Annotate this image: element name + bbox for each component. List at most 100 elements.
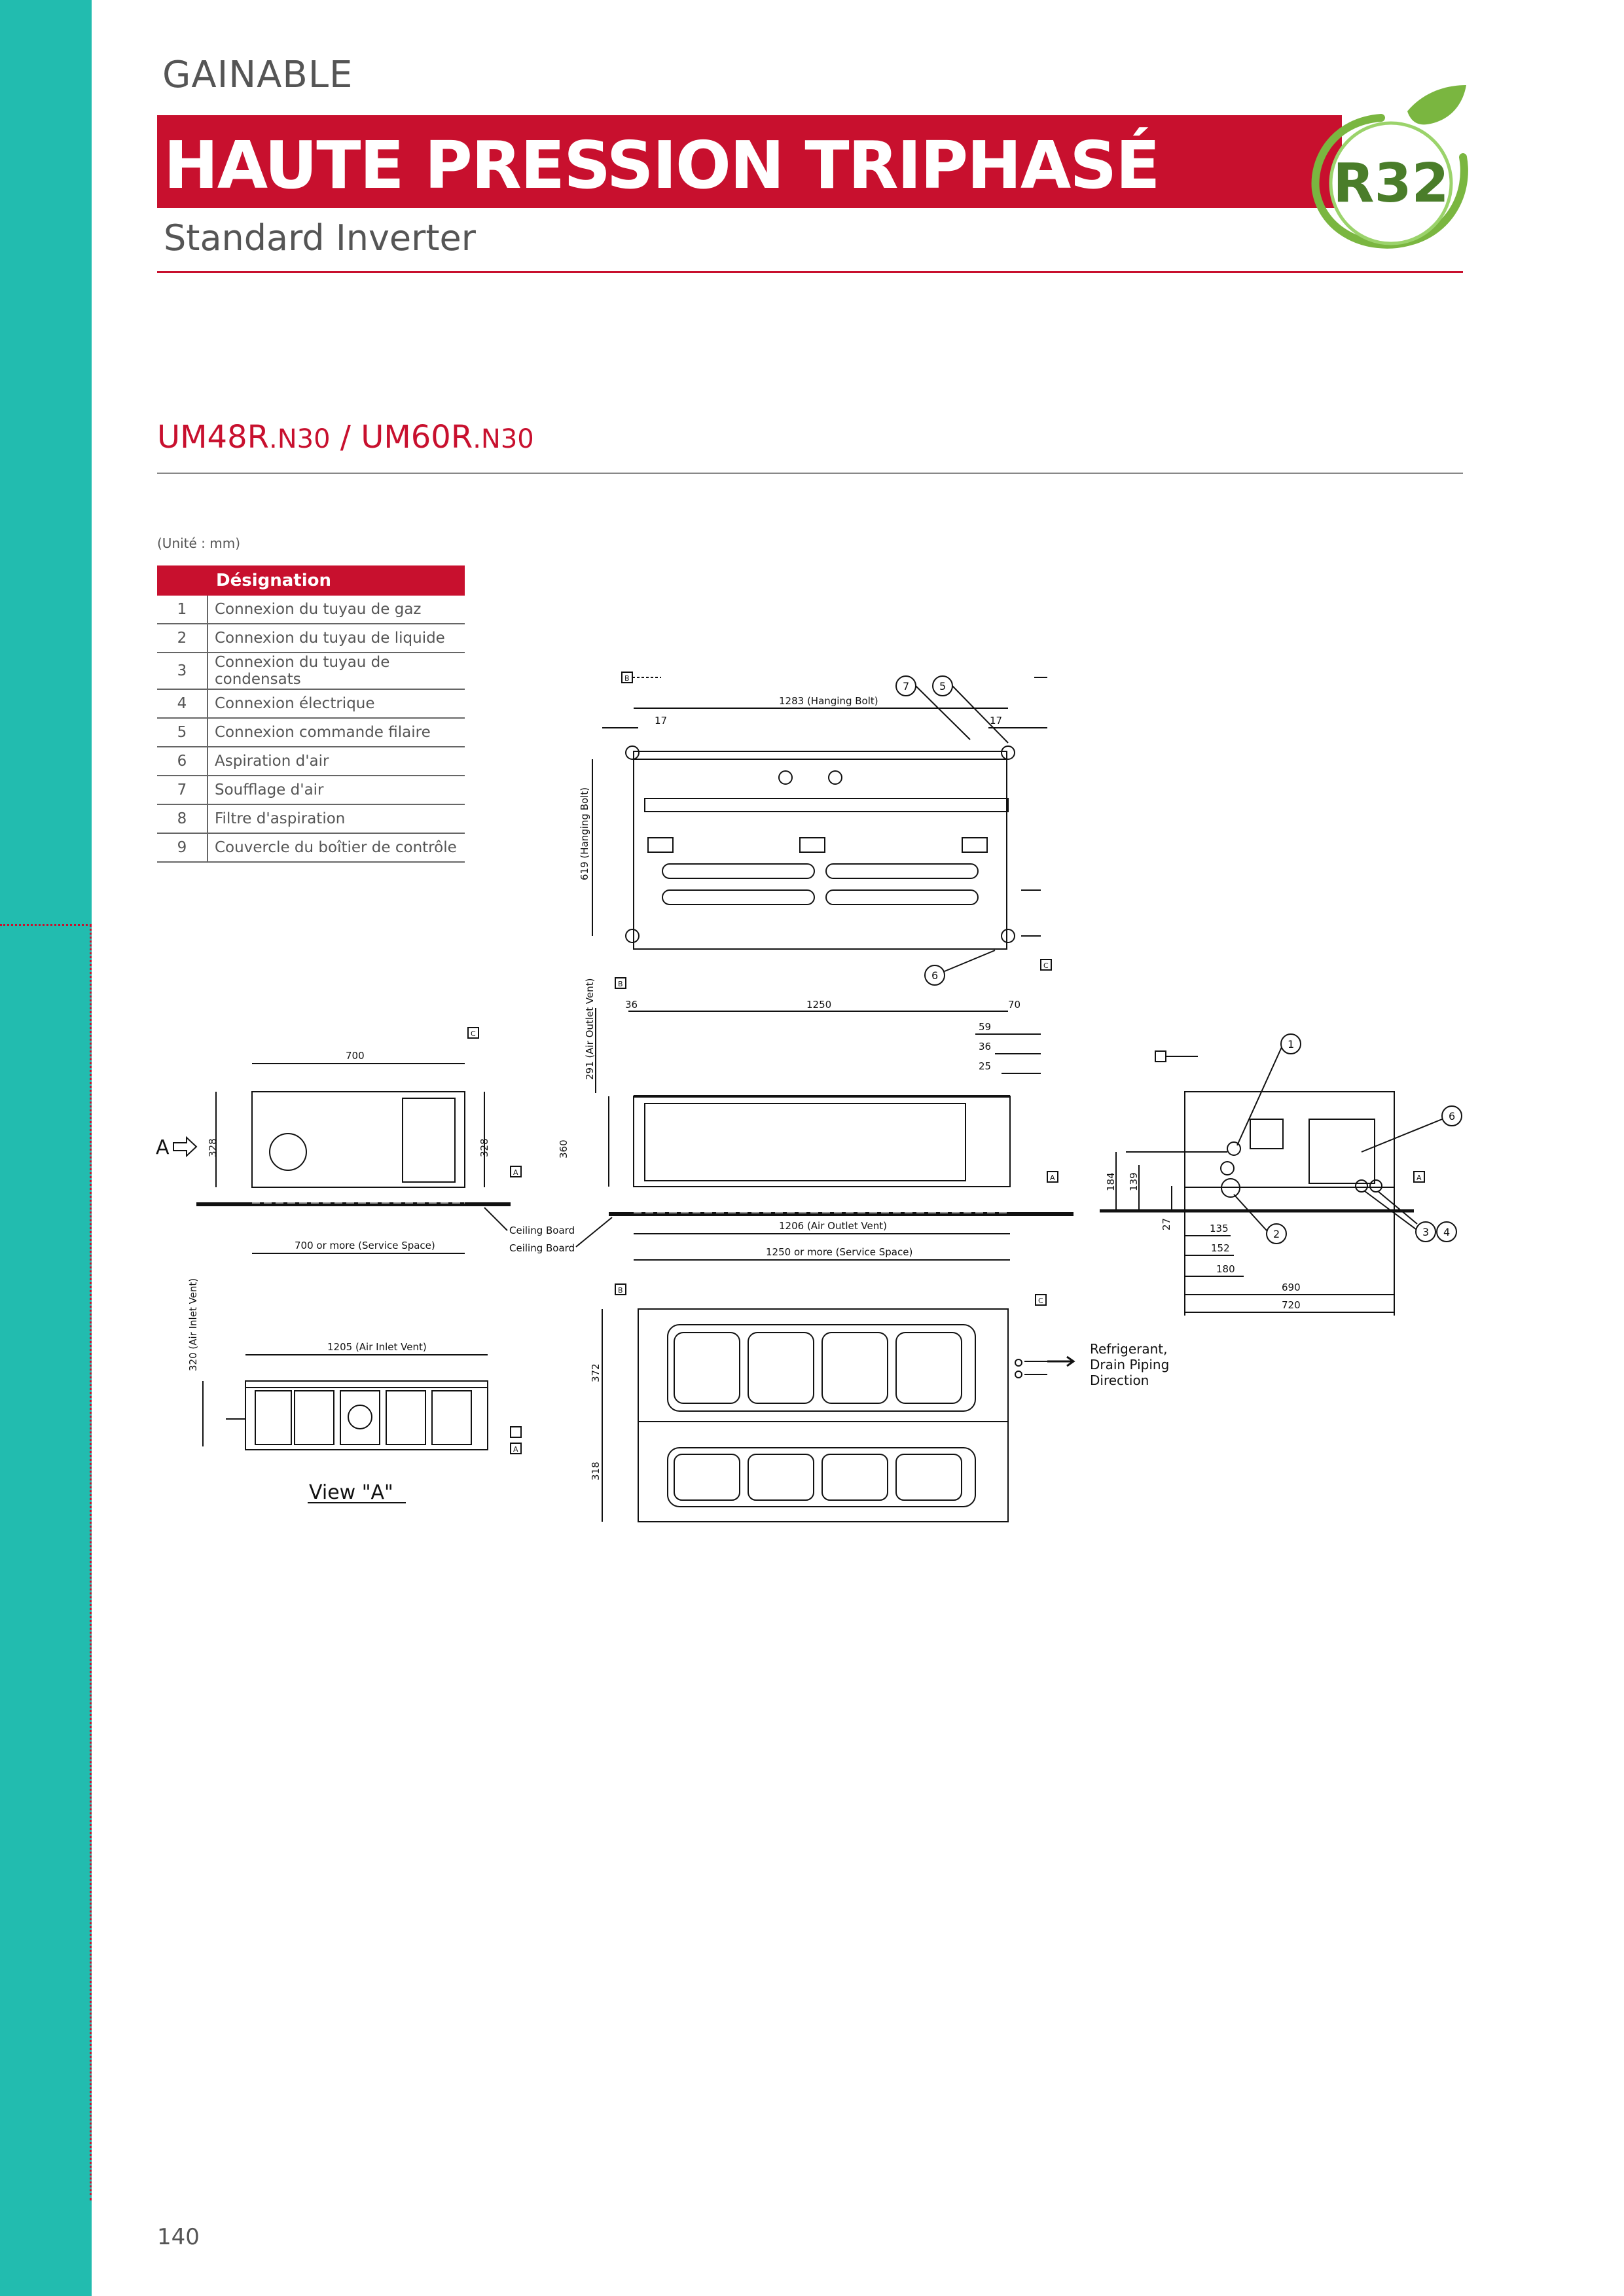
dim-left-offset: 17 [655,715,667,726]
row-label: Aspiration d'air [208,747,465,776]
dim-135: 135 [1210,1223,1229,1234]
marker-b-bottom-label: B [618,1286,623,1295]
dim-inlet-height: 320 (Air Inlet Vent) [187,1278,199,1371]
row-label: Connexion électrique [208,689,465,719]
marker-a-view [510,1443,522,1454]
left-side-body [251,1091,465,1188]
marker-a-side [510,1166,522,1177]
side-dotted-border [0,924,92,2200]
ceiling-board-label-2: Ceiling Board [509,1242,575,1254]
view-a-arrow-label: A [156,1136,170,1159]
row-num: 9 [157,833,208,863]
marker-e-side [1155,1050,1166,1062]
dim-59: 59 [979,1021,991,1033]
dim-372: 372 [590,1363,602,1382]
bottom-view: B C 372 318 Refrigerant, Drain Piping Di… [590,1283,1169,1522]
dim-front-service: 1250 or more (Service Space) [766,1246,912,1258]
row-num: 8 [157,804,208,834]
dim-27: 27 [1161,1218,1172,1230]
top-view-body [633,751,1007,950]
header-rule [157,271,1463,273]
row-label: Connexion du tuyau de liquide [208,624,465,653]
ref-1 [1280,1033,1301,1054]
category-label: GAINABLE [162,54,353,96]
marker-c-side [467,1027,479,1039]
marker-a-view-label: A [513,1445,518,1454]
dim-side-width: 700 [346,1050,365,1062]
page-subtitle: Standard Inverter [164,217,476,259]
marker-a-right [1413,1171,1425,1183]
row-label: Connexion du tuyau de gaz [208,596,465,624]
marker-a-side-label: A [513,1168,518,1177]
dim-hanging-bolt-depth: 619 (Hanging Bolt) [579,787,590,880]
model-heading: UM48R.N30 / UM60R.N30 [157,419,534,456]
dim-hanging-bolt-width: 1283 (Hanging Bolt) [779,695,878,707]
r32-text: R32 [1333,152,1449,215]
marker-b-front-label: B [618,980,623,988]
right-side-view: 1 6 2 3 4 184 139 27 135 152 180 690 720 [1100,1033,1462,1316]
ref-2-label: 2 [1273,1228,1280,1240]
front-view: B 291 (Air Outlet Vent) 36 1250 70 59 36… [558,977,1074,1261]
marker-b-bottom [615,1283,626,1295]
row-num: 3 [157,653,208,690]
row-label: Couvercle du boîtier de contrôle [208,833,465,863]
dim-690: 690 [1282,1282,1301,1293]
designation-header: Désignation [157,565,465,596]
row-label: Connexion commande filaire [208,718,465,747]
dim-outlet-width: 1206 (Air Outlet Vent) [779,1220,887,1232]
row-num: 1 [157,596,208,624]
dim-front-right: 70 [1008,999,1020,1011]
ref-6 [924,965,945,986]
ref-4 [1436,1221,1457,1242]
side-band [0,0,92,2296]
page-number: 140 [157,2224,200,2250]
model-separator: / [330,419,361,456]
ref-7-label: 7 [903,680,909,692]
dim-side-height-right: 328 [478,1138,490,1157]
refrigerant-note-1: Refrigerant, [1090,1341,1167,1357]
dim-side-height-left: 328 [207,1138,219,1157]
dim-inlet-width: 1205 (Air Inlet Vent) [327,1341,427,1353]
leaf-icon [1407,85,1466,125]
refrigerant-note-3: Direction [1090,1372,1149,1388]
dim-air-outlet-height: 291 (Air Outlet Vent) [584,978,596,1080]
ref-4-label: 4 [1443,1226,1450,1238]
dim-318: 318 [590,1462,602,1480]
left-side-view: 700 C 328 328 A A 700 or more (Service S… [156,1027,613,1254]
technical-drawing: B 1283 (Hanging Bolt) 17 17 7 5 619 [156,672,1462,1522]
ref-6-right [1441,1105,1462,1126]
ref-3-label: 3 [1422,1226,1429,1238]
dim-139: 139 [1128,1172,1140,1191]
marker-b-label: B [624,674,630,683]
row-label: Filtre d'aspiration [208,804,465,834]
top-view: B 1283 (Hanging Bolt) 17 17 7 5 619 [579,672,1052,986]
ceiling-board-label-1: Ceiling Board [509,1225,575,1236]
view-a-caption: View "A" [309,1481,393,1504]
dim-front-width: 1250 [806,999,831,1011]
marker-c-bottom [1035,1294,1047,1306]
row-label: Connexion du tuyau de condensats [208,653,465,690]
ref-6-right-label: 6 [1449,1110,1455,1122]
ref-5-label: 5 [939,680,946,692]
dim-36: 36 [979,1041,991,1052]
dim-180: 180 [1216,1263,1235,1275]
row-num: 2 [157,624,208,653]
model-1-suffix: .N30 [268,424,331,454]
marker-c-label: C [1043,961,1049,970]
view-a: 320 (Air Inlet Vent) 1205 (Air Inlet Ven… [187,1278,522,1504]
marker-b-front [615,977,626,989]
arrow-right-icon [173,1136,198,1158]
ref-2 [1266,1223,1287,1244]
ref-6-label: 6 [931,969,938,982]
dim-720: 720 [1282,1299,1301,1311]
model-2: UM60R [361,419,473,456]
marker-c-bottom-label: C [1038,1297,1043,1305]
ref-3 [1415,1221,1436,1242]
